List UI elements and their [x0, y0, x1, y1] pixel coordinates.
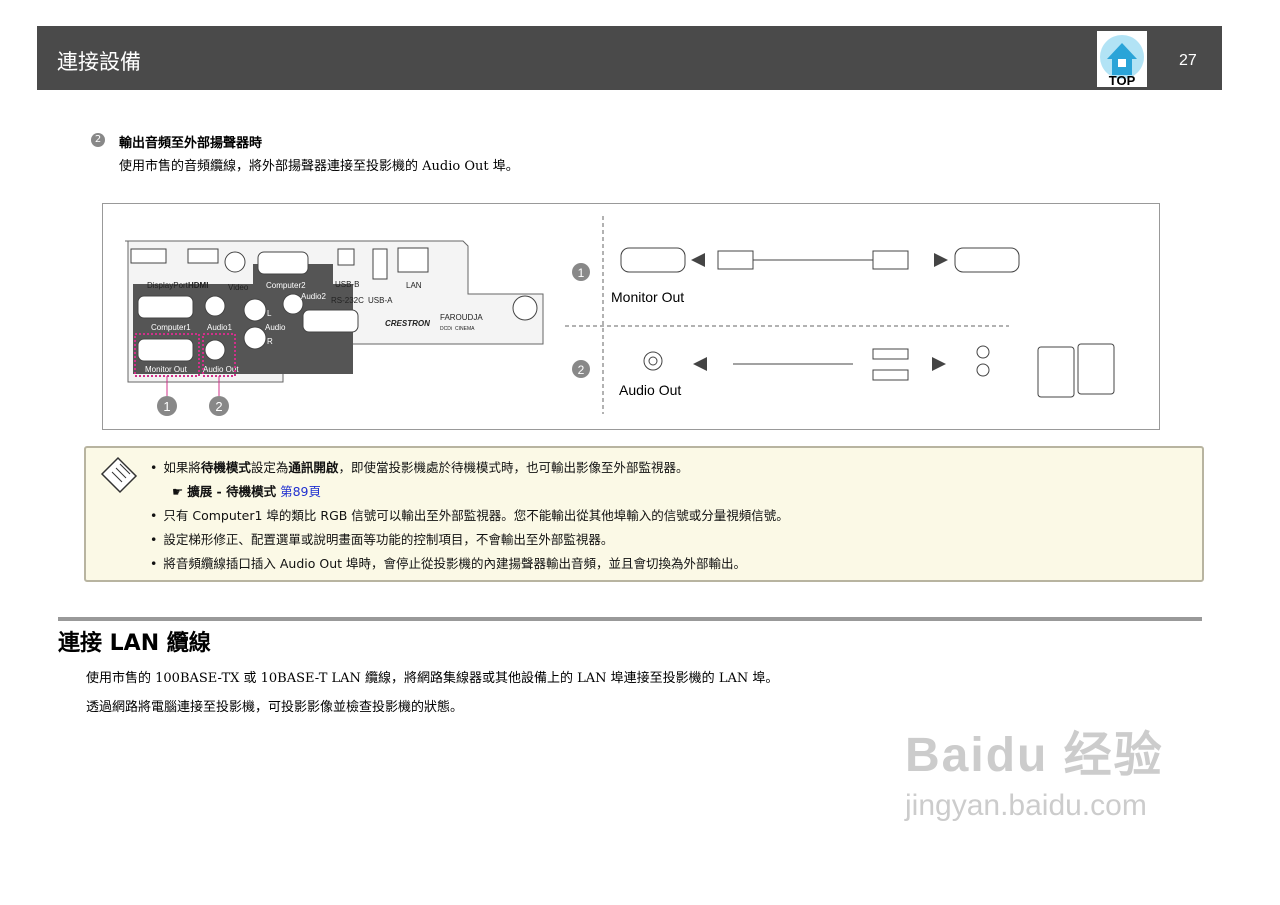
faroudja-logo: DCDi: [440, 326, 452, 332]
comm-on-term: 通訊開啟: [288, 460, 339, 475]
port-label: Monitor Out: [145, 365, 188, 374]
notepad-icon: [100, 456, 138, 494]
port-label: Computer1: [151, 323, 191, 332]
page-title: 連接設備: [57, 50, 141, 74]
port-label: Audio Out: [203, 365, 239, 374]
callout-1: 1: [163, 399, 170, 414]
section-divider: [58, 617, 1202, 621]
watermark-brand: Baidu 经验: [905, 729, 1164, 782]
page-link[interactable]: 第89頁: [280, 484, 321, 499]
port-label: RS-232C: [331, 296, 364, 305]
port-label: USB-B: [335, 280, 359, 289]
step-number: 2: [91, 133, 105, 147]
note-item: 將音頻纜線插口插入 Audio Out 埠時，會停止從投影機的內建揚聲器輸出音頻…: [150, 552, 789, 576]
port-label: Computer2: [266, 281, 306, 290]
port-label: Audio2: [301, 292, 326, 301]
note-item: 設定梯形修正、配置選單或說明畫面等功能的控制項目，不會輸出至外部監視器。: [150, 528, 789, 552]
callout-2: 2: [215, 399, 222, 414]
port-label: LAN: [406, 281, 422, 290]
port-label: L: [267, 309, 272, 318]
note-reference: ☛ 擴展 - 待機模式 第89頁: [172, 484, 321, 499]
port-label: Video: [228, 283, 249, 292]
lan-paragraph: 使用市售的 100BASE-TX 或 10BASE-T LAN 纜線，將網路集線…: [86, 671, 779, 686]
connection-illustration: DisplayPort HDMI Video Computer2 Audio2 …: [125, 216, 1115, 416]
port-label: HDMI: [188, 281, 208, 290]
standby-mode-term: 待機模式: [200, 460, 251, 475]
port-label: DisplayPort: [147, 281, 189, 290]
pointing-hand-icon: ☛: [172, 484, 188, 499]
watermark-url: jingyan.baidu.com: [905, 789, 1147, 822]
note-list: 如果將待機模式設定為通訊開啟，即使當投影機處於待機模式時，也可輸出影像至外部監視…: [150, 456, 789, 576]
port-label: USB-A: [368, 296, 393, 305]
faroudja-logo: FAROUDJA: [440, 313, 483, 322]
page-header: 連接設備 TOP 27: [37, 26, 1222, 90]
crestron-logo: CRESTRON: [385, 319, 430, 328]
faroudja-logo: CINEMA: [455, 326, 475, 332]
audio-out-label: Audio Out: [619, 382, 681, 398]
port-label: Audio1: [207, 323, 232, 332]
monitor-out-label: Monitor Out: [611, 289, 684, 305]
connection-diagram: DisplayPort HDMI Video Computer2 Audio2 …: [102, 203, 1160, 430]
port-label: R: [267, 337, 273, 346]
lan-heading: 連接 LAN 纜線: [58, 631, 211, 656]
note-box: 如果將待機模式設定為通訊開啟，即使當投影機處於待機模式時，也可輸出影像至外部監視…: [84, 446, 1204, 582]
page-number: 27: [1179, 52, 1197, 69]
top-label: TOP: [1109, 73, 1136, 87]
note-item: 如果將待機模式設定為通訊開啟，即使當投影機處於待機模式時，也可輸出影像至外部監視…: [150, 456, 789, 480]
top-button[interactable]: TOP: [1097, 31, 1147, 88]
note-item: 只有 Computer1 埠的類比 RGB 信號可以輸出至外部監視器。您不能輸出…: [150, 504, 788, 528]
row-callout-1: 1: [578, 266, 585, 280]
row-callout-2: 2: [578, 363, 585, 377]
section-heading: 輸出音頻至外部揚聲器時: [119, 136, 263, 151]
lan-paragraph: 透過網路將電腦連接至投影機，可投影影像並檢查投影機的狀態。: [86, 700, 464, 715]
section-body: 使用市售的音頻纜線，將外部揚聲器連接至投影機的 Audio Out 埠。: [119, 159, 519, 174]
home-icon: TOP: [1100, 35, 1144, 88]
baidu-watermark: Baidu 经验 jingyan.baidu.com: [905, 715, 1164, 823]
port-label: Audio: [265, 323, 286, 332]
